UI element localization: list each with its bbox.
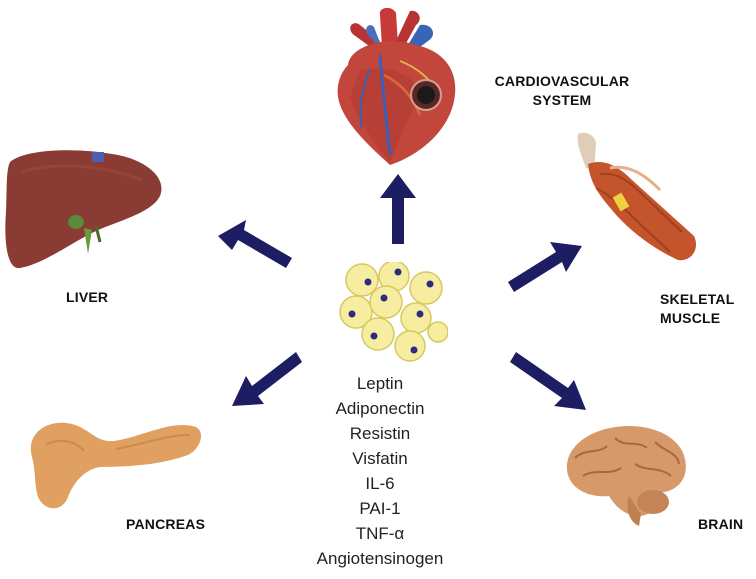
liver-illustration [2,142,170,272]
adipokine-item: Resistin [300,421,460,446]
label-pancreas: PANCREAS [126,515,205,534]
label-brain: BRAIN [698,515,743,534]
adipokine-item: Leptin [300,371,460,396]
label-cardiovascular-line1: CARDIOVASCULAR [492,72,632,91]
pancreas-illustration [22,405,207,517]
adipokine-item: PAI-1 [300,496,460,521]
label-skeletal-line2: MUSCLE [660,309,756,328]
label-liver: LIVER [66,288,108,307]
adipokine-item: Adiponectin [300,396,460,421]
adipocyte-cluster [338,262,448,364]
adipokine-item: IL-6 [300,471,460,496]
label-cardiovascular-system: CARDIOVASCULAR SYSTEM [492,72,632,110]
adipokine-item: Visfatin [300,446,460,471]
arrow-up-icon [380,174,416,244]
adipokine-list: Leptin Adiponectin Resistin Visfatin IL-… [300,371,460,571]
arrow-left-up-icon [218,220,292,272]
label-skeletal-muscle: SKELETAL MUSCLE [660,290,756,328]
arrow-right-down-icon [510,352,586,410]
label-skeletal-line1: SKELETAL [660,290,756,309]
adipokine-item: Angiotensinogen [300,546,460,571]
skeletal-muscle-illustration [560,128,710,270]
arrow-left-down-icon [232,352,302,406]
brain-illustration [555,418,700,530]
label-cardiovascular-line2: SYSTEM [492,91,632,110]
arrow-right-up-icon [508,236,582,292]
adipokine-item: TNF-α [300,521,460,546]
heart-illustration [320,5,470,170]
